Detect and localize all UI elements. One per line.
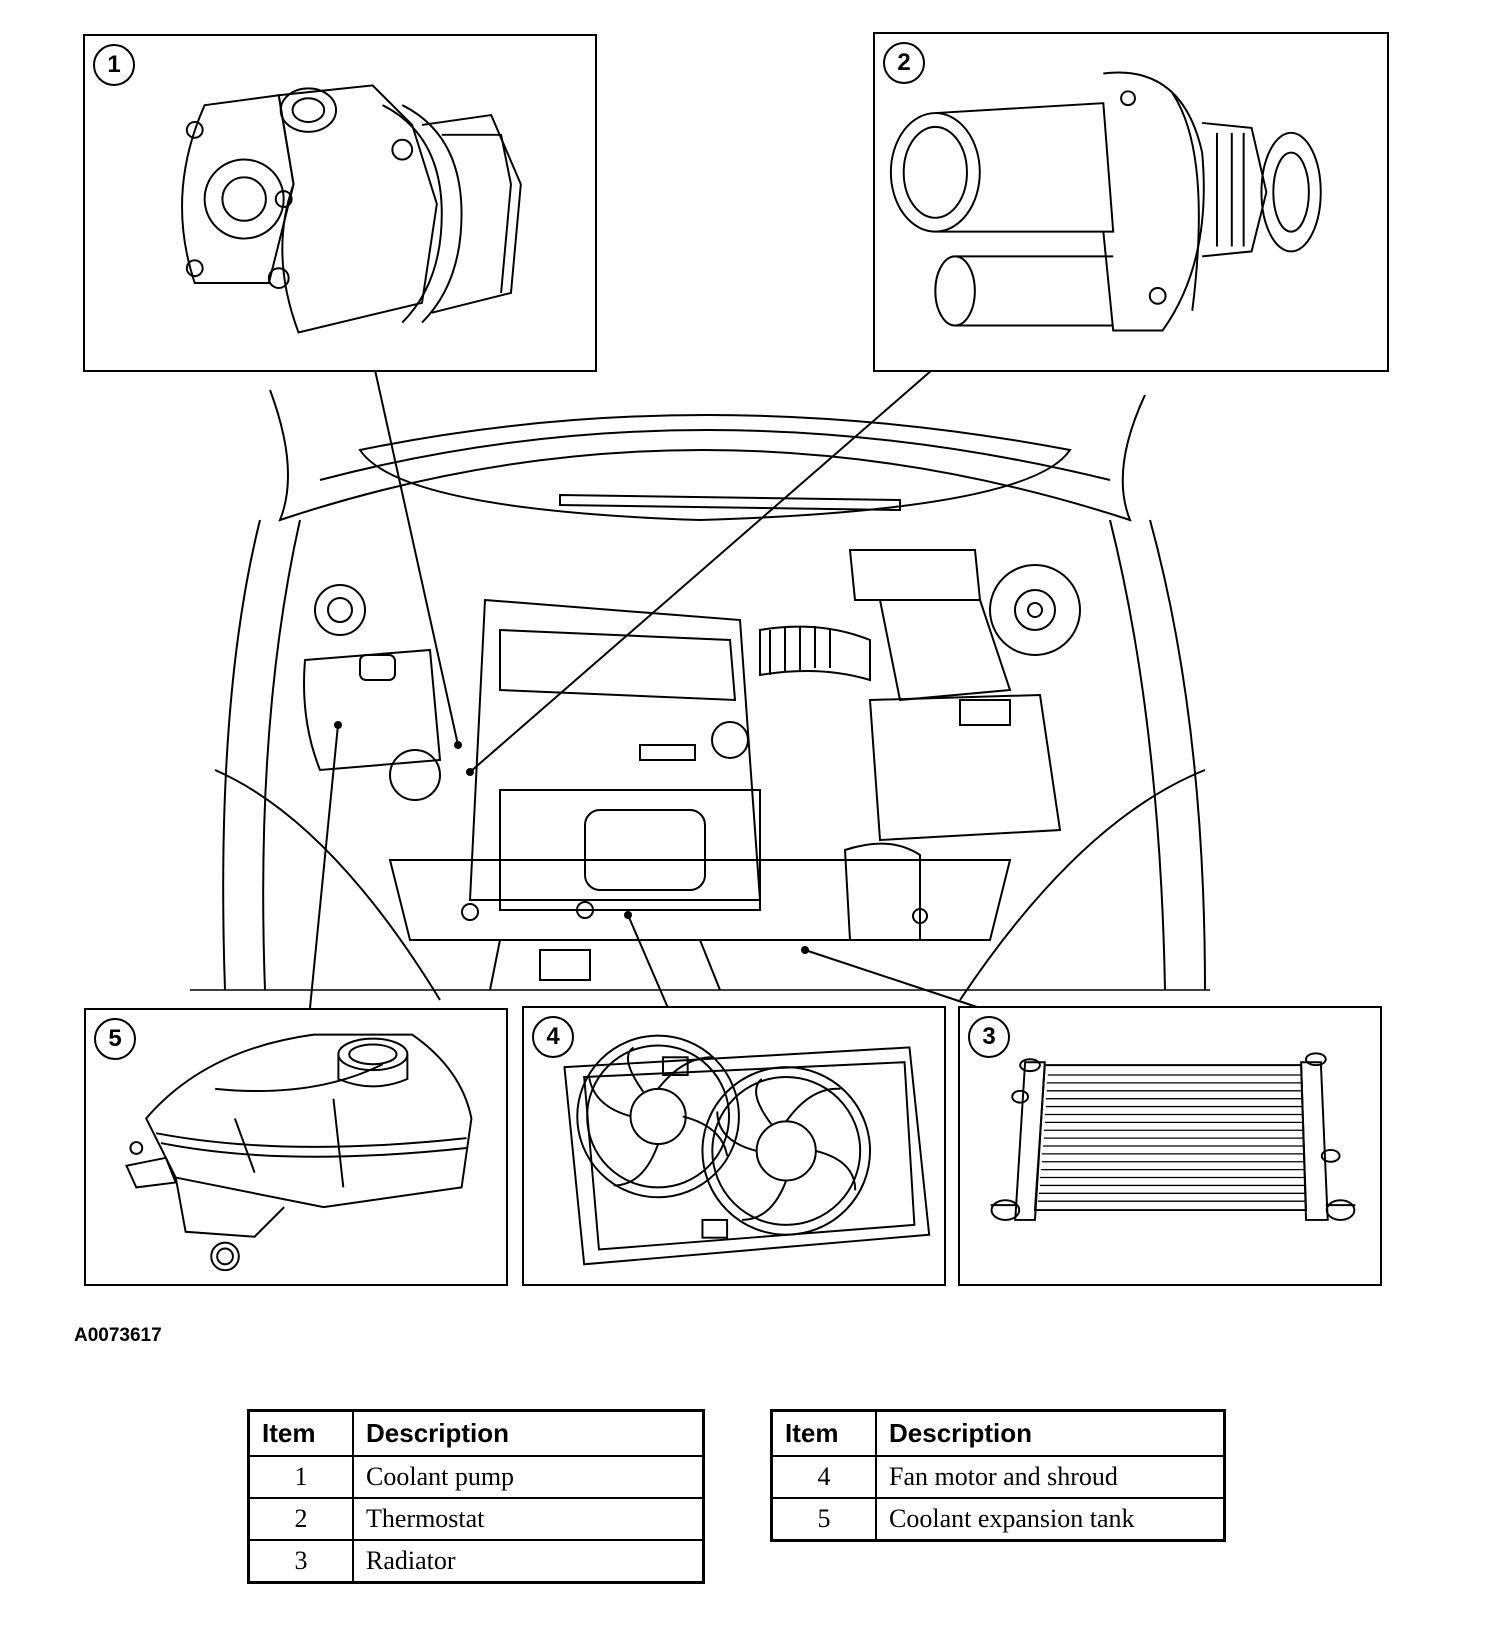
table-row: 5 Coolant expansion tank [770, 1497, 1226, 1542]
hood-outline [269, 389, 1146, 522]
callout-1: 1 [93, 44, 135, 86]
leader-line-5 [309, 724, 339, 1009]
header-description: Description [875, 1409, 1226, 1457]
header-description: Description [352, 1409, 705, 1457]
table-row: 3 Radiator [247, 1539, 705, 1584]
thermostat-drawing [889, 71, 1322, 332]
radiator-drawing [990, 1052, 1356, 1221]
panel-coolant-pump: 1 [83, 34, 597, 372]
leader-line-2 [469, 369, 933, 773]
callout-5: 5 [94, 1018, 136, 1060]
callout-2: 2 [883, 42, 925, 84]
expansion-tank-drawing [125, 1033, 473, 1272]
item-number: 2 [247, 1497, 354, 1541]
leader-line-1 [374, 369, 459, 746]
callout-3: 3 [968, 1016, 1010, 1058]
item-description: Fan motor and shroud [875, 1455, 1226, 1499]
table-row: 1 Coolant pump [247, 1455, 705, 1499]
coolant-pump-drawing [181, 84, 522, 334]
table-row: 4 Fan motor and shroud [770, 1455, 1226, 1499]
panel-expansion-tank: 5 [84, 1008, 508, 1286]
item-description: Coolant expansion tank [875, 1497, 1226, 1542]
legend-header-row: Item Description [247, 1409, 705, 1457]
item-description: Thermostat [352, 1497, 705, 1541]
panel-thermostat: 2 [873, 32, 1389, 372]
callout-4: 4 [532, 1016, 574, 1058]
panel-fan-shroud: 4 [522, 1006, 946, 1286]
legend-table-right: Item Description 4 Fan motor and shroud … [770, 1409, 1226, 1542]
body-left [222, 519, 261, 991]
bay-battery [868, 693, 1062, 842]
panel-radiator: 3 [958, 1006, 1382, 1286]
fan-shroud-drawing [563, 1034, 931, 1266]
figure-id: A0073617 [74, 1325, 162, 1346]
leader-line-3 [804, 949, 981, 1009]
table-row: 2 Thermostat [247, 1497, 705, 1541]
legend-header-row: Item Description [770, 1409, 1226, 1457]
bay-intake-hose [759, 625, 871, 682]
legend-table-left: Item Description 1 Coolant pump 2 Thermo… [247, 1409, 705, 1584]
item-description: Radiator [352, 1539, 705, 1584]
item-number: 5 [770, 1497, 877, 1542]
item-number: 3 [247, 1539, 354, 1584]
leader-line-4 [627, 914, 669, 1009]
body-right [1149, 519, 1206, 991]
header-item: Item [770, 1409, 877, 1457]
item-number: 4 [770, 1455, 877, 1499]
bay-expansion-tank [303, 648, 442, 772]
hood-inner [319, 429, 1111, 481]
header-item: Item [247, 1409, 354, 1457]
item-description: Coolant pump [352, 1455, 705, 1499]
item-number: 1 [247, 1455, 354, 1499]
bay-front-crossmember [388, 859, 1012, 941]
